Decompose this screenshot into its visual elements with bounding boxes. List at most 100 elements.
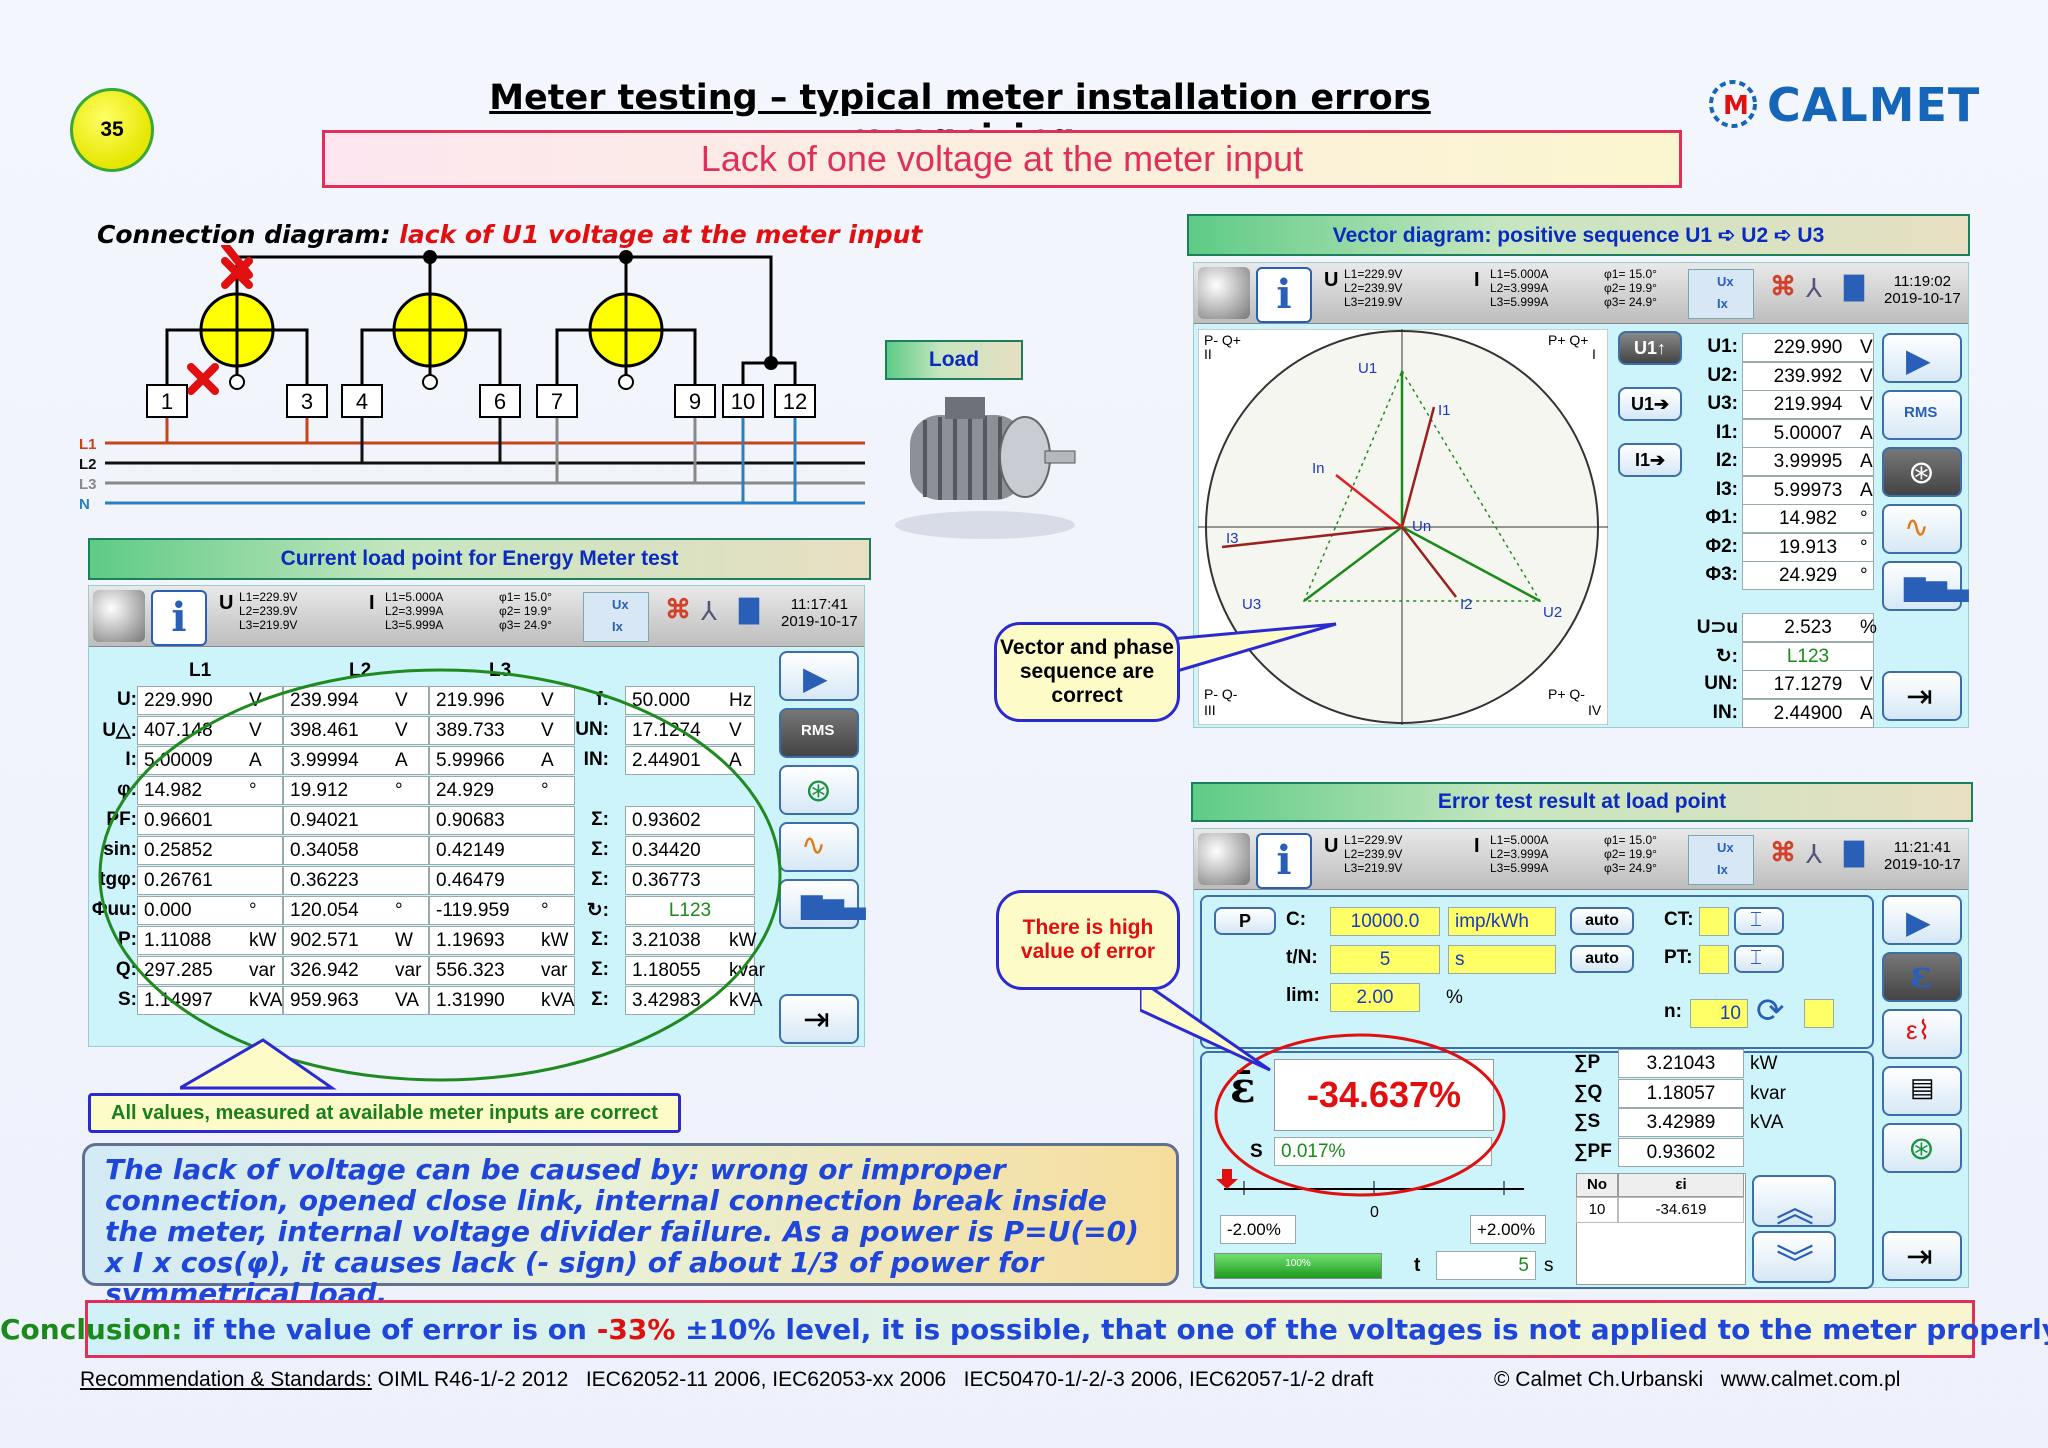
column-header: L1 [189,660,212,681]
error-highlight-ellipse [1214,1033,1506,1197]
vector-value-label: UN: [1704,673,1738,694]
exit-button[interactable]: ⇥ [1882,1231,1962,1281]
n-input[interactable]: 10 [1690,999,1748,1028]
lim-input[interactable]: 2.00 [1330,983,1420,1012]
sum-cell: L123 [625,896,755,925]
rms-button[interactable]: RMS [779,708,859,758]
play-icon: ▶ [803,660,828,696]
harmonics-button[interactable]: ▆▅▃ [779,879,866,929]
rms-button[interactable]: RMS [1882,390,1962,440]
footer-copyright: © Calmet Ch.Urbanski www.calmet.com.pl [1494,1368,1901,1391]
c-input[interactable]: 10000.0 [1330,907,1440,936]
unit-label: ° [1860,565,1868,586]
line-label-l2: L2 [79,456,97,473]
harmonics-icon: ▆▅▃ [1904,570,1969,601]
pt-input[interactable] [1699,945,1729,974]
svg-text:P- Q-: P- Q- [1204,686,1238,702]
vector-button[interactable]: ⊛ [1882,447,1962,497]
unit-label: V [729,720,742,741]
vector-button[interactable]: ⊛ [779,765,859,815]
star-connection-icon[interactable]: ⅄ [1806,839,1822,869]
switch-icon[interactable]: ⌘ [1770,837,1796,867]
rms-icon: RMS [801,722,835,739]
table-cell: 219.996 [429,686,575,715]
printer-icon[interactable]: ▇ [1844,271,1864,301]
auto-tn-button[interactable]: auto [1570,945,1634,973]
column-header: L3 [489,660,512,681]
unit-label: kVA [541,990,575,1011]
theme-toggle-icon[interactable] [1198,267,1250,319]
error-scale: 0 [1216,1169,1524,1221]
exit-button[interactable]: ⇥ [779,994,859,1044]
sum-cell: 0.34420 [625,836,755,865]
theme-toggle-icon[interactable] [93,590,145,642]
error-marker-icon [1216,1169,1238,1189]
u1-up-button[interactable]: U1↑ [1618,331,1682,365]
u1-ref-button[interactable]: U1➔ [1618,387,1682,421]
vector-value: 2.44900 [1742,698,1874,728]
printer-icon[interactable]: ▇ [739,594,759,624]
table-cell: 389.733 [429,716,575,745]
table-cell: 398.461 [283,716,429,745]
unit-label: ° [395,900,403,921]
tn-input[interactable]: 5 [1330,945,1440,974]
error-mode-button[interactable]: ε [1882,952,1962,1002]
play-button[interactable]: ▶ [1882,895,1962,945]
switch-icon[interactable]: ⌘ [665,594,691,624]
ct-button[interactable]: ⌶ [1734,907,1784,935]
waveform-icon: ∿ [1904,511,1930,544]
vector-button[interactable]: ⊛ [1882,1123,1962,1173]
vector-icon: ⊛ [1908,454,1935,490]
unit-label: W [395,930,413,951]
meter-element-1 [165,292,309,390]
unit-label: A [395,750,408,771]
sum-label: Σ: [591,809,609,830]
unit-label: kW [729,930,757,951]
unit-label: A [1860,479,1873,501]
causes-text: The lack of voltage can be caused by: wr… [82,1143,1179,1309]
info-icon[interactable]: i [1256,833,1312,889]
svg-text:P+ Q-: P+ Q- [1548,686,1585,702]
p-button[interactable]: P [1214,907,1276,935]
star-connection-icon[interactable]: ⅄ [1806,273,1822,303]
theme-toggle-icon[interactable] [1198,833,1250,885]
scroll-up-button[interactable]: ︽ [1752,1175,1836,1230]
vector-callout: Vector and phase sequence are correct [994,622,1180,722]
play-button[interactable]: ▶ [779,651,859,701]
tn-unit-select[interactable]: s [1448,945,1556,974]
ct-input[interactable] [1699,907,1729,936]
i1-ref-button[interactable]: I1➔ [1618,443,1682,477]
error-chart-button[interactable]: ε⌇ [1882,1009,1962,1059]
svg-text:II: II [1204,346,1212,362]
meter-element-2 [360,292,502,390]
error-list-button[interactable]: ▤ [1882,1066,1962,1116]
c-unit-select[interactable]: imp/kWh [1448,907,1556,936]
row-label: S: [118,989,137,1010]
pt-button[interactable]: ⌶ [1734,945,1784,973]
printer-icon[interactable]: ▇ [1844,837,1864,867]
unit-label: kvar [1750,1082,1786,1104]
table-cell: -34.619 [1618,1197,1744,1223]
scroll-down-button[interactable]: ︾ [1752,1231,1836,1286]
vector-panel-header: Vector diagram: positive sequence U1 ➪ U… [1187,214,1970,256]
play-button[interactable]: ▶ [1882,333,1962,383]
table-cell: 3.99994 [283,746,429,775]
info-icon[interactable]: i [151,590,207,646]
unit-label: ° [249,780,257,801]
terminal-label: 10 [731,389,755,414]
harmonics-button[interactable]: ▆▅▃ [1882,561,1969,611]
waveform-button[interactable]: ∿ [1882,504,1962,554]
waveform-button[interactable]: ∿ [779,822,859,872]
auto-c-button[interactable]: auto [1570,907,1634,935]
repeat-icon[interactable]: ⟳ [1756,992,1785,1030]
exit-button[interactable]: ⇥ [1882,671,1962,721]
info-icon[interactable]: i [1256,267,1312,323]
switch-icon[interactable]: ⌘ [1770,271,1796,301]
star-connection-icon[interactable]: ⅄ [701,596,717,626]
sum-label: ∑S [1574,1111,1601,1132]
repeat-input[interactable] [1804,999,1834,1028]
